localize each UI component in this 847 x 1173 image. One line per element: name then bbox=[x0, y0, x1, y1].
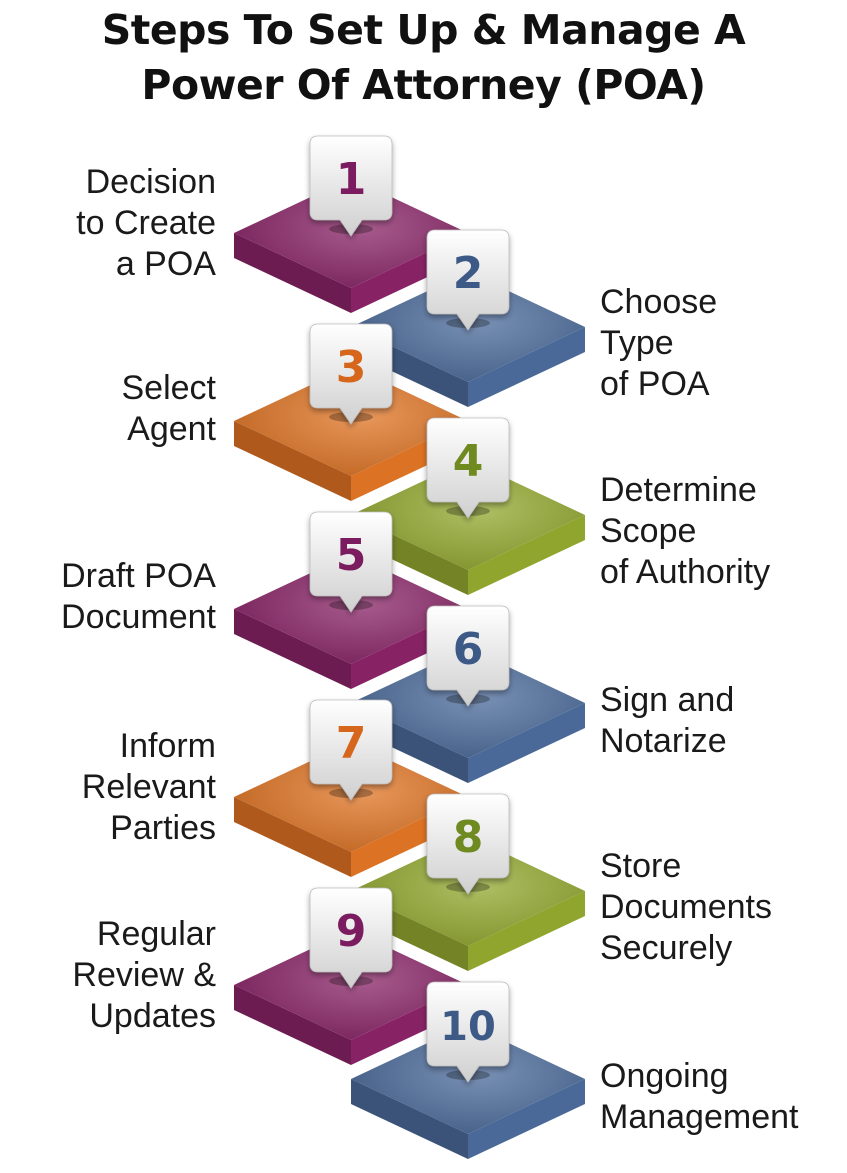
step-tile-8: 8 bbox=[351, 793, 585, 971]
step-tile-1: 1 bbox=[234, 135, 468, 313]
tile-left-side bbox=[234, 421, 351, 501]
step-label-line: Relevant bbox=[81, 768, 216, 806]
step-label-line: Type bbox=[600, 324, 674, 362]
step-label-line: Review & bbox=[72, 956, 216, 994]
tile-left-side bbox=[234, 985, 351, 1065]
step-number-7: 7 bbox=[336, 718, 367, 769]
step-label-line: of Authority bbox=[600, 553, 771, 591]
step-label-line: a POA bbox=[115, 245, 216, 283]
step-number-callout-1: 1 bbox=[309, 135, 393, 237]
step-number-9: 9 bbox=[336, 906, 367, 957]
step-tile-5: 5 bbox=[234, 511, 468, 689]
step-tile-3: 3 bbox=[234, 323, 468, 501]
step-number-6: 6 bbox=[453, 624, 484, 675]
step-number-callout-10: 10 bbox=[426, 981, 510, 1083]
step-number-4: 4 bbox=[453, 436, 484, 487]
step-label-line: Determine bbox=[600, 471, 757, 509]
step-label-line: Ongoing bbox=[600, 1057, 729, 1095]
tile-right-side bbox=[468, 891, 585, 971]
step-label-line: Documents bbox=[600, 888, 772, 926]
step-tile-9: 9 bbox=[234, 887, 468, 1065]
step-label-line: of POA bbox=[600, 365, 710, 403]
step-label-line: Securely bbox=[600, 929, 733, 967]
step-number-2: 2 bbox=[453, 248, 484, 299]
step-number-callout-2: 2 bbox=[426, 229, 510, 331]
tile-right-side bbox=[468, 327, 585, 407]
tile-right-side bbox=[468, 703, 585, 783]
step-label-line: Select bbox=[121, 369, 217, 407]
step-label-line: Agent bbox=[127, 410, 216, 448]
step-label-line: Scope bbox=[600, 512, 697, 550]
page-title-line-1: Steps To Set Up & Manage A bbox=[101, 6, 746, 54]
step-number-callout-3: 3 bbox=[309, 323, 393, 425]
tile-left-side bbox=[234, 233, 351, 313]
page-title-line-2: Power Of Attorney (POA) bbox=[141, 61, 706, 109]
step-number-callout-6: 6 bbox=[426, 605, 510, 707]
step-number-5: 5 bbox=[336, 530, 367, 581]
step-tile-2: 2 bbox=[351, 229, 585, 407]
step-tile-7: 7 bbox=[234, 699, 468, 877]
step-label-line: Choose bbox=[600, 283, 718, 321]
step-number-callout-5: 5 bbox=[309, 511, 393, 613]
tile-right-side bbox=[468, 1079, 585, 1159]
step-label-line: to Create bbox=[76, 204, 216, 242]
step-number-callout-4: 4 bbox=[426, 417, 510, 519]
tile-left-side bbox=[351, 1079, 468, 1159]
step-label-line: Regular bbox=[96, 915, 216, 953]
step-number-10: 10 bbox=[440, 1004, 496, 1050]
step-label-line: Draft POA bbox=[61, 557, 216, 595]
step-label-line: Document bbox=[61, 598, 216, 636]
tile-left-side bbox=[234, 797, 351, 877]
step-number-callout-7: 7 bbox=[309, 699, 393, 801]
step-tile-10: 10 bbox=[351, 981, 585, 1159]
step-number-1: 1 bbox=[336, 154, 367, 205]
step-number-8: 8 bbox=[453, 812, 484, 863]
step-label-line: Decision bbox=[85, 163, 216, 201]
step-label-line: Notarize bbox=[600, 722, 727, 760]
step-number-callout-9: 9 bbox=[309, 887, 393, 989]
step-label-line: Updates bbox=[89, 997, 216, 1035]
step-label-line: Management bbox=[600, 1098, 799, 1136]
step-number-3: 3 bbox=[336, 342, 367, 393]
step-label-line: Sign and bbox=[600, 681, 735, 719]
step-label-line: Store bbox=[600, 847, 682, 885]
tile-right-side bbox=[468, 515, 585, 595]
step-label-line: Inform bbox=[119, 727, 216, 765]
step-number-callout-8: 8 bbox=[426, 793, 510, 895]
tile-left-side bbox=[234, 609, 351, 689]
step-label-line: Parties bbox=[110, 809, 216, 847]
